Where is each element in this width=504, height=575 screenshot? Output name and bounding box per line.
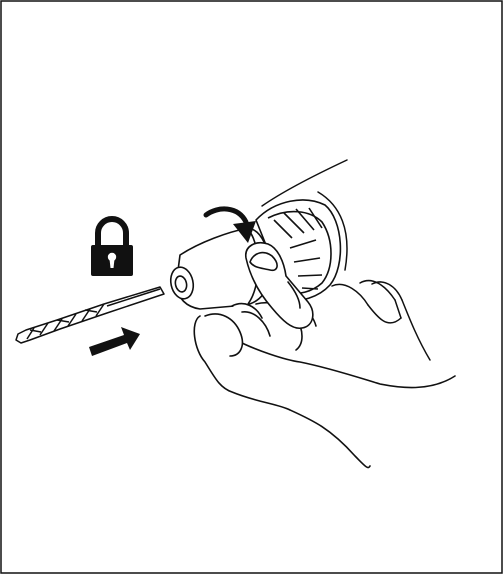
drill-bit [16,287,164,343]
insert-arrow-icon [89,327,140,356]
holding-arm [332,282,430,360]
padlock-locked-icon [91,219,133,276]
